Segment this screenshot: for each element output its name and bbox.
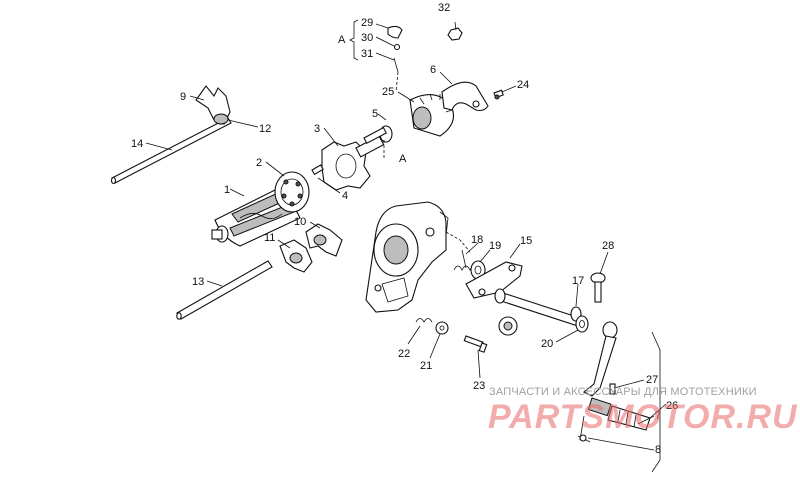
link-8 bbox=[577, 415, 591, 443]
bolt-23 bbox=[463, 335, 488, 353]
label-17: 17 bbox=[572, 275, 584, 287]
leader-lines bbox=[145, 21, 667, 451]
ref-letter-a-bottom: A bbox=[399, 153, 407, 165]
pin-4 bbox=[311, 164, 324, 176]
shift-fork-9 bbox=[195, 85, 231, 125]
shift-rod-13 bbox=[176, 260, 273, 320]
label-26: 26 bbox=[666, 400, 678, 412]
shift-fork-10 bbox=[305, 223, 343, 257]
label-32: 32 bbox=[438, 2, 450, 14]
label-15: 15 bbox=[520, 235, 532, 247]
bolt-5 bbox=[363, 125, 393, 145]
watermark-logo: PARTSMOTOR.RU bbox=[488, 398, 798, 436]
spring-30 bbox=[393, 43, 401, 51]
label-5: 5 bbox=[372, 108, 378, 120]
label-24: 24 bbox=[517, 79, 529, 91]
label-28: 28 bbox=[602, 240, 614, 252]
label-8: 8 bbox=[655, 444, 661, 456]
gear-segment-25 bbox=[409, 93, 455, 137]
spring-22 bbox=[415, 318, 433, 323]
label-7: 7 bbox=[655, 410, 661, 422]
label-11: 11 bbox=[264, 232, 275, 244]
label-30: 30 bbox=[361, 32, 373, 44]
label-10: 10 bbox=[294, 216, 306, 228]
shift-fork-11 bbox=[279, 239, 313, 273]
label-29: 29 bbox=[361, 17, 373, 29]
nut-32 bbox=[447, 27, 463, 41]
group-bracket-pedal bbox=[651, 331, 661, 473]
label-19: 19 bbox=[489, 240, 501, 252]
screw-24 bbox=[493, 89, 504, 100]
label-13: 13 bbox=[192, 276, 204, 288]
ref-letter-a-top: A bbox=[338, 34, 346, 46]
label-1: 1 bbox=[224, 184, 230, 196]
washer-21 bbox=[435, 321, 449, 335]
watermark-tagline: ЗАПЧАСТИ И АКСЕССУАРЫ ДЛЯ МОТОТЕХНИКИ bbox=[489, 386, 757, 398]
plunger-29 bbox=[387, 25, 403, 39]
star-cam-3 bbox=[321, 135, 385, 191]
label-12: 12 bbox=[259, 123, 271, 135]
label-22: 22 bbox=[398, 348, 410, 360]
label-2: 2 bbox=[256, 157, 262, 169]
assembly-dash-line bbox=[395, 71, 399, 93]
label-21: 21 bbox=[420, 360, 432, 372]
label-18: 18 bbox=[471, 234, 483, 246]
seal-20 bbox=[575, 315, 589, 333]
bushing bbox=[498, 316, 518, 336]
bolt-28 bbox=[590, 272, 606, 303]
plate-6 bbox=[441, 81, 489, 112]
label-9: 9 bbox=[180, 91, 186, 103]
label-31: 31 bbox=[361, 48, 373, 60]
pin-31 bbox=[393, 57, 399, 73]
shift-rod-14 bbox=[110, 117, 232, 185]
gear-pedal-7 bbox=[582, 321, 651, 431]
group-bracket-a bbox=[349, 19, 359, 61]
label-6: 6 bbox=[430, 64, 436, 76]
label-20: 20 bbox=[541, 338, 553, 350]
label-23: 23 bbox=[473, 380, 485, 392]
label-3: 3 bbox=[314, 123, 320, 135]
label-4: 4 bbox=[342, 190, 348, 202]
label-27: 27 bbox=[646, 374, 658, 386]
drum-plate-2 bbox=[274, 171, 310, 213]
bolt-27 bbox=[609, 383, 616, 395]
label-25: 25 bbox=[382, 86, 394, 98]
crankcase-section bbox=[365, 201, 471, 313]
label-14: 14 bbox=[131, 138, 143, 150]
